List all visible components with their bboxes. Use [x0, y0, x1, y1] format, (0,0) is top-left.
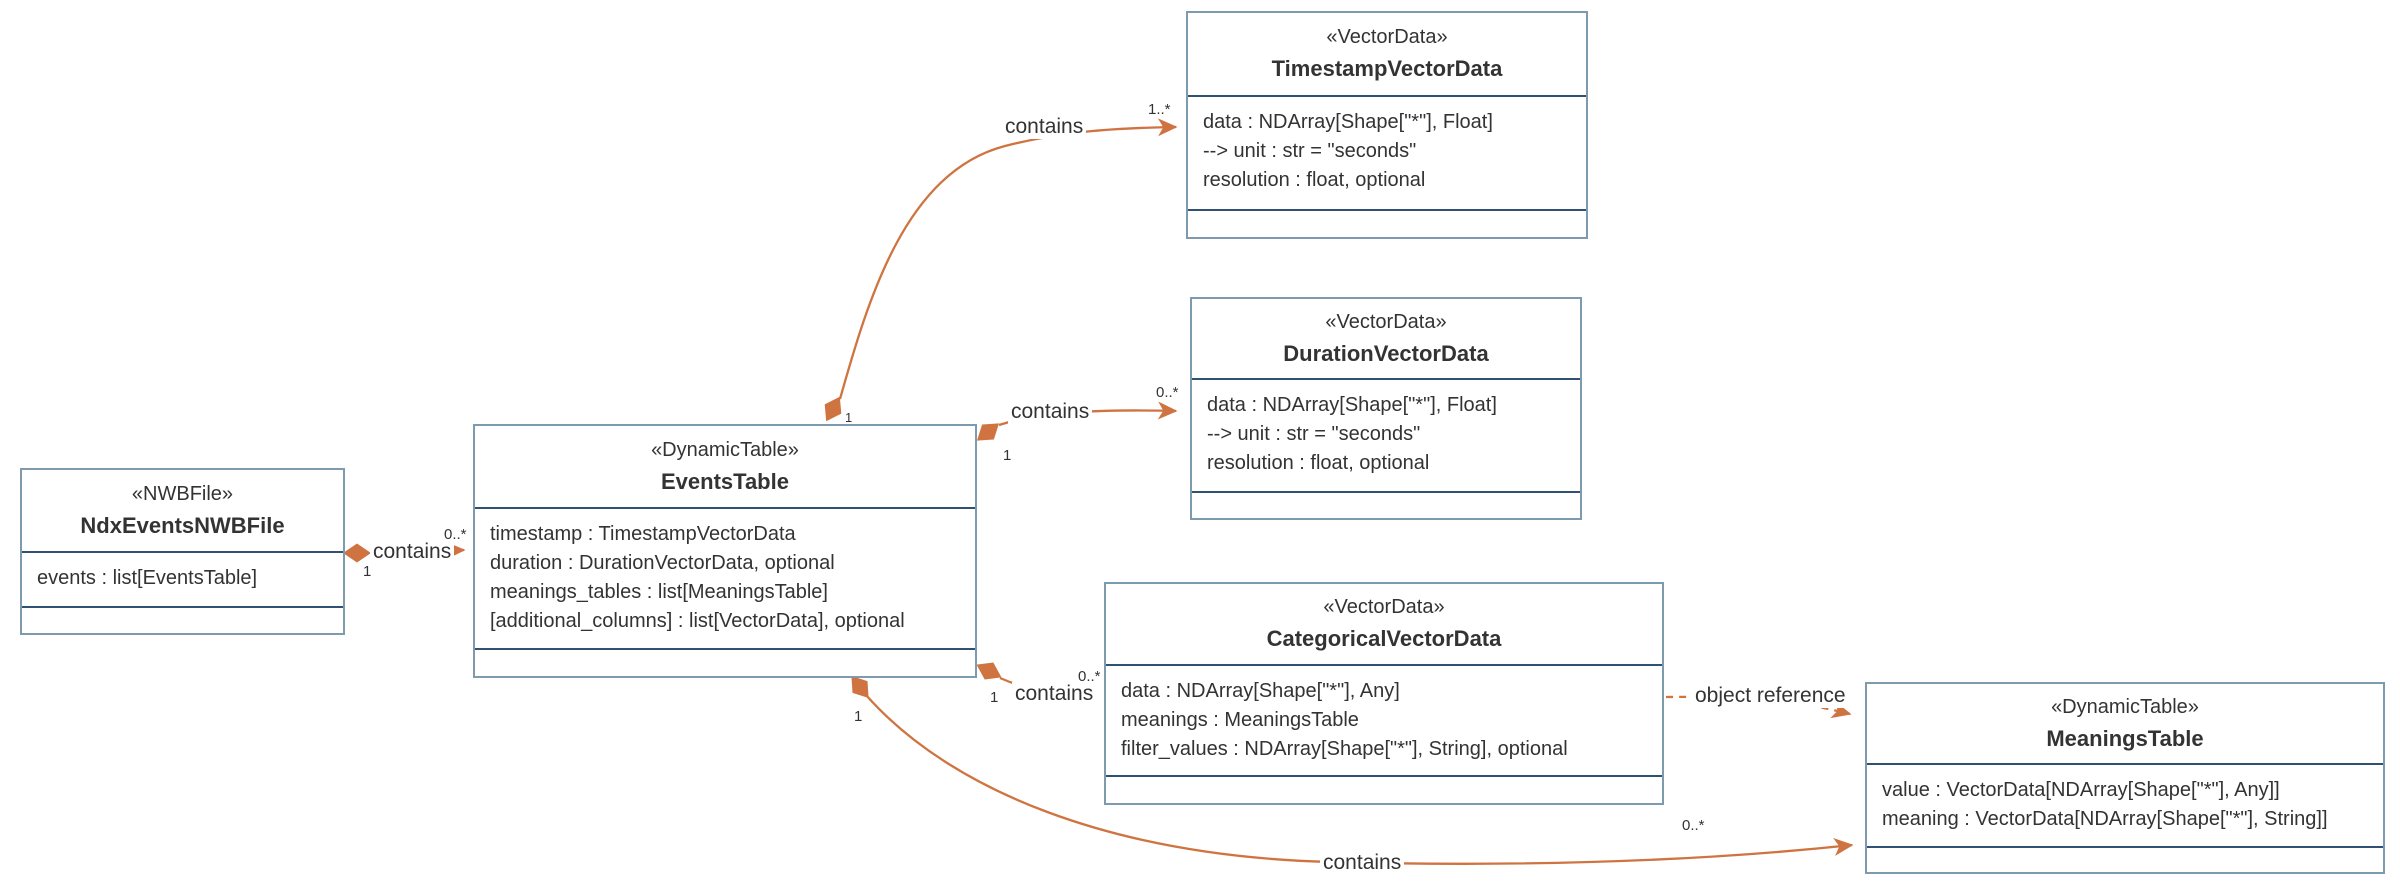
attributes-compartment: data : NDArray[Shape["*"], Float] --> un… — [1188, 97, 1586, 209]
attribute: meanings_tables : list[MeaningsTable] — [490, 581, 828, 603]
attribute: resolution : float, optional — [1207, 452, 1430, 474]
attribute: duration : DurationVectorData, optional — [490, 552, 835, 574]
composition-diamond — [343, 543, 371, 563]
edge-label-contains: contains — [1002, 115, 1087, 139]
attribute: timestamp : TimestampVectorData — [490, 523, 796, 545]
methods-compartment-empty — [1188, 209, 1586, 237]
class-header: «VectorData» TimestampVectorData — [1188, 13, 1586, 97]
methods-compartment-empty — [22, 606, 343, 633]
edge-label-object-reference: object reference — [1692, 684, 1849, 708]
edge-eventstable-contains-timestamp — [838, 118, 1178, 400]
stereotype-label: «DynamicTable» — [651, 438, 799, 461]
class-name: DurationVectorData — [1283, 340, 1489, 366]
attribute: [additional_columns] : list[VectorData],… — [490, 610, 905, 632]
attribute: meanings : MeaningsTable — [1121, 709, 1359, 731]
edge-label-contains: contains — [1320, 851, 1405, 875]
multiplicity-source: 1 — [363, 563, 372, 580]
attribute: --> unit : str = "seconds" — [1207, 423, 1421, 445]
composition-diamond — [976, 662, 1002, 680]
class-header: «NWBFile» NdxEventsNWBFile — [22, 470, 343, 553]
edge-label-contains: contains — [370, 540, 455, 564]
attribute: meaning : VectorData[NDArray[Shape["*"],… — [1882, 808, 2328, 830]
attribute: filter_values : NDArray[Shape["*"], Stri… — [1121, 738, 1568, 760]
class-name: NdxEventsNWBFile — [80, 512, 285, 538]
multiplicity-source: 1 — [1003, 447, 1012, 464]
class-timestampvectordata: «VectorData» TimestampVectorData data : … — [1186, 11, 1588, 239]
class-header: «DynamicTable» MeaningsTable — [1867, 684, 2383, 765]
class-name: TimestampVectorData — [1271, 56, 1503, 81]
methods-compartment-empty — [475, 648, 975, 676]
class-header: «DynamicTable» EventsTable — [475, 426, 975, 509]
class-name: EventsTable — [661, 468, 789, 494]
stereotype-label: «NWBFile» — [131, 482, 234, 505]
class-eventstable: «DynamicTable» EventsTable timestamp : T… — [473, 424, 977, 678]
class-name: CategoricalVectorData — [1266, 626, 1502, 651]
multiplicity-source: 1 — [854, 708, 863, 725]
multiplicity-target: 1..* — [1148, 101, 1171, 118]
attributes-compartment: value : VectorData[NDArray[Shape["*"], A… — [1867, 765, 2383, 846]
attribute: value : VectorData[NDArray[Shape["*"], A… — [1882, 779, 2280, 801]
edge-label-contains: contains — [1008, 400, 1093, 424]
multiplicity-target: 0..* — [1156, 384, 1179, 401]
stereotype-label: «VectorData» — [1326, 26, 1448, 48]
class-categoricalvectordata: «VectorData» CategoricalVectorData data … — [1104, 582, 1664, 805]
class-name: MeaningsTable — [2046, 725, 2204, 751]
stereotype-label: «VectorData» — [1325, 310, 1447, 333]
class-header: «VectorData» DurationVectorData — [1192, 299, 1580, 380]
methods-compartment-empty — [1192, 491, 1580, 518]
class-ndxeventsnwbfile: «NWBFile» NdxEventsNWBFile events : list… — [20, 468, 345, 635]
attributes-compartment: timestamp : TimestampVectorData duration… — [475, 509, 975, 648]
multiplicity-source: 1 — [990, 689, 999, 706]
attribute: events : list[EventsTable] — [37, 567, 258, 589]
class-durationvectordata: «VectorData» DurationVectorData data : N… — [1190, 297, 1582, 520]
attribute: --> unit : str = "seconds" — [1203, 140, 1417, 162]
attribute: resolution : float, optional — [1203, 169, 1426, 191]
attributes-compartment: data : NDArray[Shape["*"], Float] --> un… — [1192, 380, 1580, 491]
attribute: data : NDArray[Shape["*"], Any] — [1121, 680, 1400, 702]
attribute: data : NDArray[Shape["*"], Float] — [1203, 111, 1493, 133]
class-header: «VectorData» CategoricalVectorData — [1106, 584, 1662, 666]
multiplicity-target: 0..* — [1682, 817, 1705, 834]
multiplicity-target: 0..* — [444, 526, 467, 543]
methods-compartment-empty — [1867, 846, 2383, 872]
methods-compartment-empty — [1106, 775, 1662, 803]
composition-diamond — [824, 396, 842, 422]
class-meaningstable: «DynamicTable» MeaningsTable value : Vec… — [1865, 682, 2385, 874]
multiplicity-source: 1 — [845, 410, 853, 425]
stereotype-label: «DynamicTable» — [2051, 695, 2199, 718]
attributes-compartment: data : NDArray[Shape["*"], Any] meanings… — [1106, 666, 1662, 775]
attribute: data : NDArray[Shape["*"], Float] — [1207, 394, 1497, 416]
edge-label-contains: contains — [1012, 682, 1097, 706]
attributes-compartment: events : list[EventsTable] — [22, 553, 343, 606]
stereotype-label: «VectorData» — [1323, 596, 1445, 618]
multiplicity-target: 0..* — [1078, 668, 1101, 685]
